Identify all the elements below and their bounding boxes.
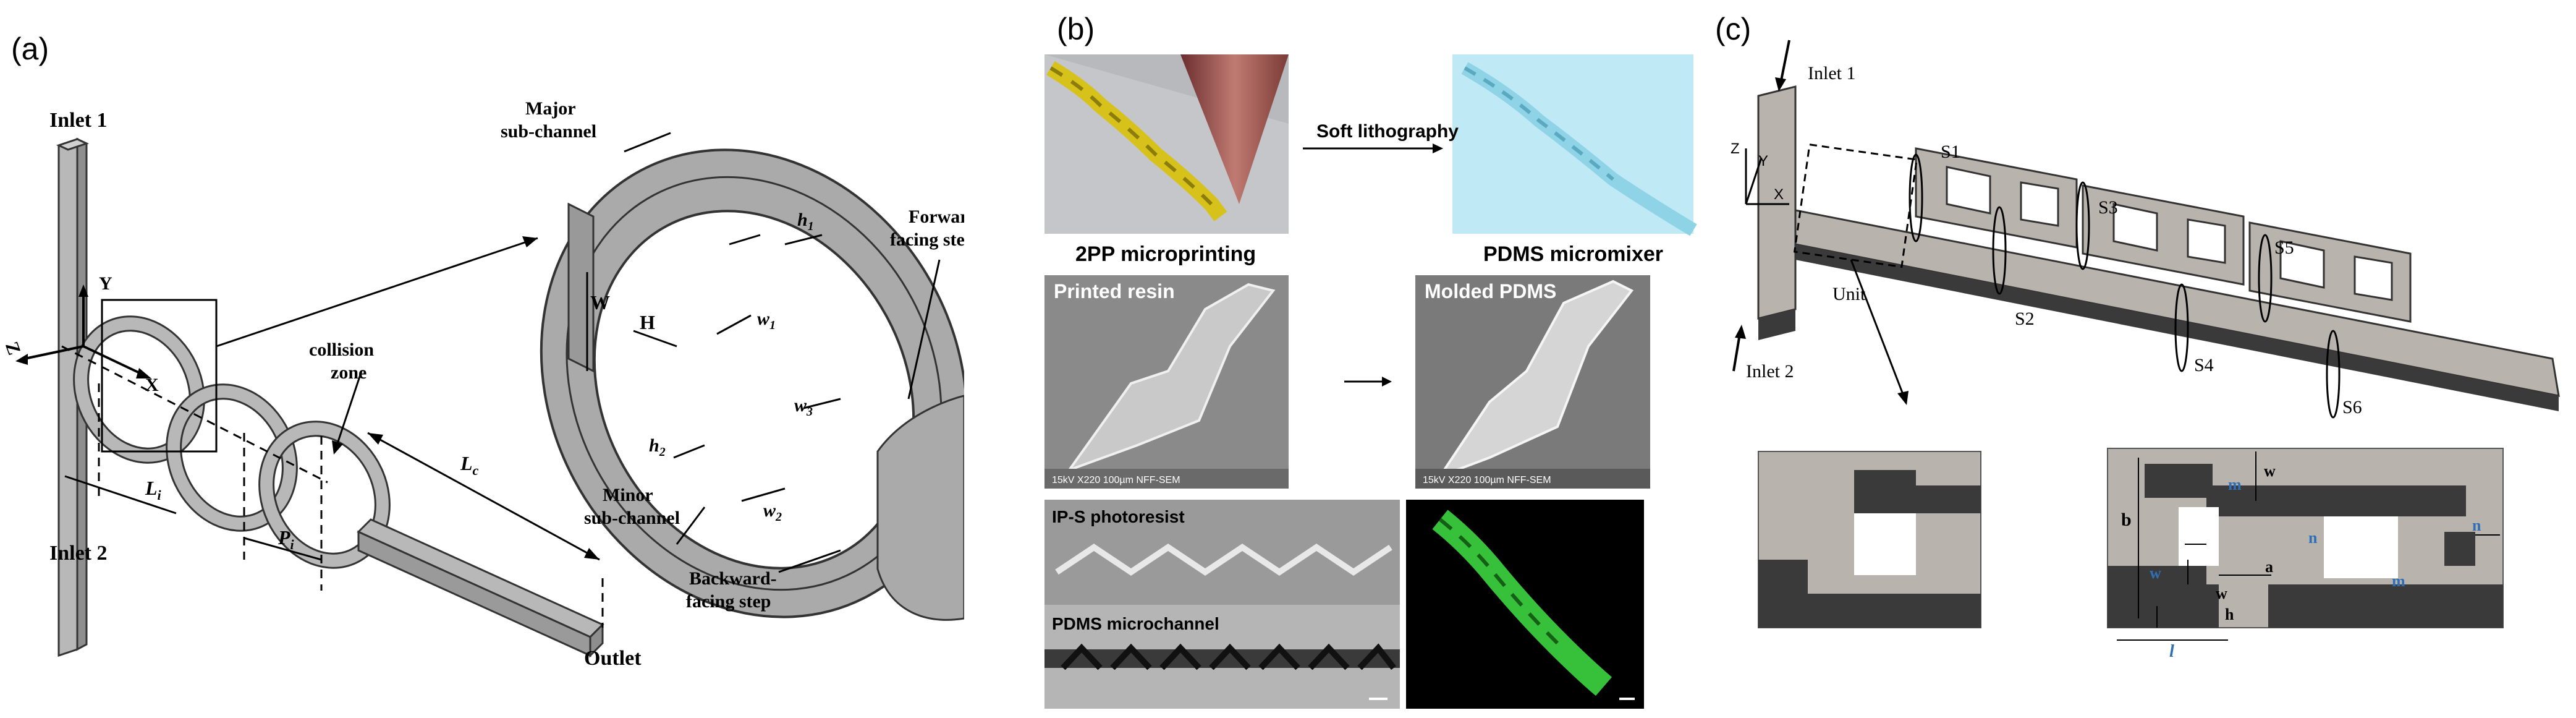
caption-2pp: 2PP microprinting [1075,242,1256,266]
minor-label-1: Minor [603,485,653,505]
laser-cone [1180,54,1289,204]
panel-c-label: (c) [1715,12,1752,46]
li-label: Li [145,477,162,503]
s1-label: S1 [1941,142,1960,162]
forward-label-2: facing step [890,229,964,250]
axis-x-label: X [145,375,159,395]
dim-w-mid: w [2216,584,2227,602]
pdms-channel-label: PDMS microchannel [1052,614,1219,633]
panel-a: (a) [0,0,964,718]
soft-litho-label: Soft lithography [1316,121,1459,142]
sem-right-info: 15kV X220 100µm NFF-SEM [1423,475,1551,485]
dim-n-mid: n [2308,529,2318,547]
w2-label: w2 [763,500,782,524]
s6-label: S6 [2342,397,2362,417]
printed-resin-label: Printed resin [1054,280,1175,302]
c-axis-z: Z [1731,140,1740,157]
panel-b-label: (b) [1057,12,1095,46]
dim-a: a [2265,558,2273,576]
outlet-label: Outlet [584,647,642,670]
unit-label: Unit [1832,284,1866,304]
molded-pdms-label: Molded PDMS [1425,280,1556,302]
caption-pdms: PDMS micromixer [1483,242,1663,266]
minor-label-2: sub-channel [584,508,680,528]
dim-w-top: w [2264,462,2276,480]
s3-label: S3 [2098,197,2118,218]
collision-label-1: collision [309,340,374,360]
c-axis-x: X [1774,186,1784,203]
dim-b: b [2121,510,2132,530]
forward-label-1: Forward- [909,207,964,227]
inlet-2-label: Inlet 2 [49,542,108,565]
dim-n-right: n [2472,516,2481,534]
backward-label-2: facing step [686,591,771,612]
ips-label: IP-S photoresist [1052,507,1185,526]
dim-h: h [2225,605,2234,623]
dim-w-left: w [2150,564,2161,582]
w3-label: w3 [794,395,813,419]
c-inlet-1-label: Inlet 1 [1808,63,1855,83]
h-dim-label: H [640,311,655,333]
unit-box [1793,143,1918,268]
lc-label: Lc [460,452,479,478]
panel-b-drawing: Soft lithography 2PP microprinting PDMS … [1044,54,1697,709]
dim-m-top: m [2228,476,2242,494]
sem-left-info: 15kV X220 100µm NFF-SEM [1052,475,1180,485]
s2-label: S2 [2015,309,2035,329]
c-axis-y: Y [1758,153,1768,169]
w-dim-label: W [590,291,610,314]
dim-m-right: m [2392,572,2405,590]
major-label-2: sub-channel [501,121,596,142]
s5-label: S5 [2274,237,2294,258]
panel-c: (c) [1712,0,2576,718]
outlet-channel [357,518,604,638]
h2-label: h2 [649,435,666,459]
axis-y-label: Y [99,273,112,294]
major-label-1: Major [525,98,576,119]
s4-label: S4 [2194,355,2214,375]
zoomed-ring-inner [593,210,915,570]
inlet-channel [57,137,78,657]
panel-a-label: (a) [11,32,49,66]
backward-label-1: Backward- [689,568,777,589]
dim-l: l [2169,642,2174,661]
w1-label: w1 [757,309,776,332]
c-inlet-2-label: Inlet 2 [1746,361,1794,382]
panel-c-drawing: Inlet 1 Inlet 2 Z Y X Unit S1 S2 S3 S4 S… [1731,40,2560,661]
collision-label-2: zone [331,362,366,383]
axis-z-label: Z [1,339,25,357]
zoom-box [101,299,218,453]
inlet-1-label: Inlet 1 [49,109,108,132]
h1-label: h1 [797,210,814,233]
panel-b: (b) [1044,0,1712,718]
pi-label: Pi [278,526,295,552]
panel-a-drawing: Inlet 1 Inlet 2 Outlet Y X Z Li Pi Lc co… [1,98,964,670]
